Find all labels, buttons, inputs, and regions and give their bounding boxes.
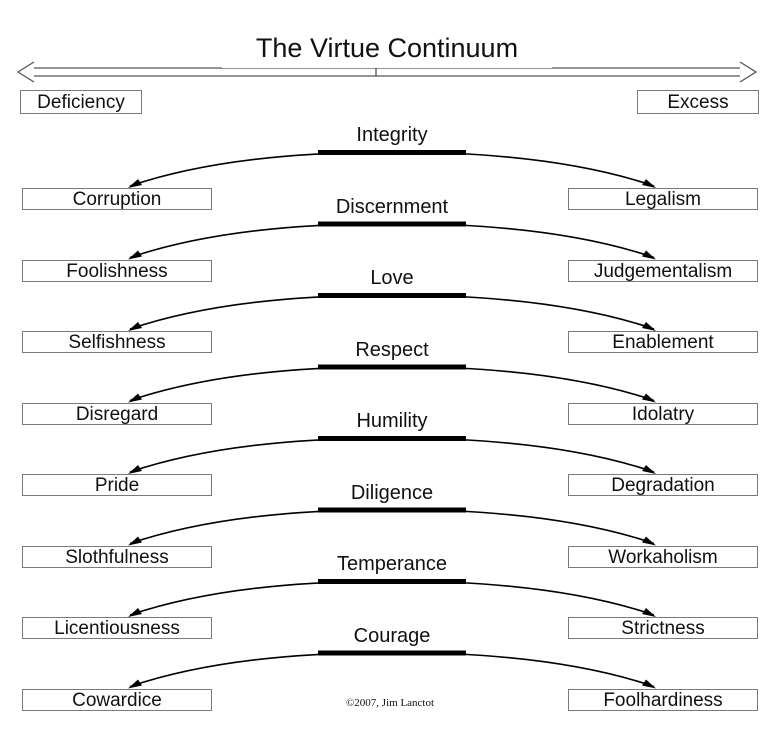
page-title: The Virtue Continuum (222, 28, 552, 68)
arc-to-deficiency (129, 437, 393, 473)
arc-to-deficiency (129, 580, 393, 616)
arrowhead-right (642, 465, 656, 474)
arc-to-excess (391, 508, 655, 545)
continuum-double-arrow (16, 61, 758, 83)
virtue-label: Respect (355, 338, 429, 361)
deficiency-box: Pride (22, 474, 212, 496)
excess-box: Legalism (568, 188, 758, 210)
virtue-label: Integrity (356, 124, 428, 146)
virtue-label: Courage (353, 624, 431, 647)
copyright-note: ©2007, Jim Lanctot (345, 697, 435, 709)
virtue-label: Love (370, 267, 414, 289)
deficiency-box: Cowardice (22, 688, 212, 711)
arrowhead-right (642, 322, 656, 331)
arrowhead-right (642, 536, 656, 546)
arrowhead-left (128, 393, 142, 403)
arrowhead-right (642, 679, 656, 689)
deficiency-box: Corruption (22, 188, 212, 210)
arc-to-deficiency (129, 222, 393, 259)
arc-to-deficiency (129, 651, 393, 688)
arrowhead-left (128, 679, 142, 689)
arc-to-excess (391, 651, 655, 688)
arc-to-excess (391, 580, 655, 616)
deficiency-box: Disregard (22, 402, 212, 425)
arc-to-excess (391, 294, 655, 330)
deficiency-label: Deficiency (20, 90, 142, 114)
arrowhead-left (128, 536, 142, 546)
virtue-label: Temperance (336, 553, 448, 575)
arc-to-deficiency (129, 365, 393, 402)
virtue-label: Diligence (350, 481, 434, 504)
arc-to-deficiency (129, 508, 393, 545)
arrowhead-right (642, 250, 656, 260)
excess-box: Enablement (568, 331, 758, 353)
excess-box: Strictness (568, 617, 758, 639)
excess-box: Degradation (568, 474, 758, 496)
arc-to-deficiency (129, 151, 393, 187)
deficiency-box: Selfishness (22, 331, 212, 353)
arrowhead-right (642, 179, 656, 188)
excess-box: Judgementalism (568, 259, 758, 282)
excess-box: Workaholism (568, 545, 758, 568)
arc-to-excess (391, 437, 655, 473)
excess-box: Idolatry (568, 402, 758, 425)
deficiency-box: Licentiousness (22, 617, 212, 639)
excess-label: Excess (637, 90, 759, 114)
virtue-label: Discernment (335, 195, 449, 218)
arrowhead-right (642, 608, 656, 617)
arc-to-excess (391, 151, 655, 187)
deficiency-box: Foolishness (22, 259, 212, 282)
arrowhead-left (128, 179, 142, 188)
arc-to-excess (391, 365, 655, 402)
excess-box: Foolhardiness (568, 688, 758, 711)
virtue-label: Humility (356, 410, 428, 432)
deficiency-box: Slothfulness (22, 545, 212, 568)
arrowhead-left (128, 465, 142, 474)
arrowhead-left (128, 250, 142, 260)
arrowhead-right (642, 393, 656, 403)
arrowhead-left (128, 322, 142, 331)
arrowhead-left (128, 608, 142, 617)
arc-to-deficiency (129, 294, 393, 330)
arc-to-excess (391, 222, 655, 259)
